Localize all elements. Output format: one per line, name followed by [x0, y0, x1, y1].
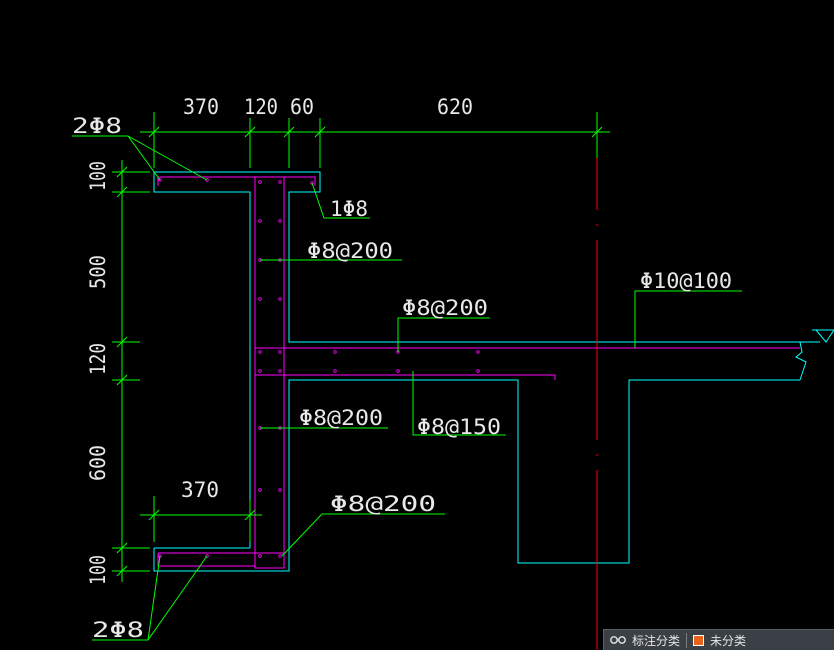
rebar-cage — [157, 176, 800, 569]
status-divider — [686, 632, 688, 648]
glasses-icon[interactable] — [610, 633, 626, 647]
rebar-label-phi8-200-wall-lower: Φ8@200 — [299, 406, 383, 430]
dim-text-left-100-top: 100 — [86, 161, 110, 191]
slab-bottom-rebar — [255, 374, 556, 380]
dim-text-top-60: 60 — [290, 95, 314, 119]
dim-text-top-370: 370 — [183, 95, 219, 119]
bottom-dimension-line — [140, 496, 262, 542]
dim-text-left-120: 120 — [86, 343, 110, 375]
rebar-label-2phi8-top: 2Φ8 — [72, 114, 122, 138]
top-corbel-rebar — [158, 176, 316, 186]
annotation-category-label[interactable]: 标注分类 — [632, 633, 681, 648]
rebar-label-2phi8-bottom: 2Φ8 — [92, 618, 144, 642]
dim-text-top-120: 120 — [244, 95, 278, 119]
rebar-label-phi8-200-bottom: Φ8@200 — [330, 492, 436, 516]
top-dimension-line — [140, 112, 610, 168]
rebar-label-1phi8: 1Φ8 — [330, 197, 368, 221]
leader-lines — [72, 135, 742, 641]
dim-text-top-620: 620 — [437, 95, 473, 119]
rebar-label-phi8-150: Φ8@150 — [417, 415, 501, 439]
concrete-outline — [153, 171, 834, 572]
dim-text-left-600: 600 — [86, 445, 110, 481]
dim-text-bottom-370: 370 — [181, 478, 219, 502]
dim-text-left-500: 500 — [86, 255, 110, 289]
rebar-label-phi10-100: Φ10@100 — [640, 269, 732, 293]
dim-text-left-100-bottom: 100 — [86, 555, 110, 585]
rebar-label-phi8-200-slab: Φ8@200 — [402, 296, 488, 320]
uncategorized-color-swatch[interactable] — [693, 634, 705, 646]
left-dimension-line — [112, 160, 150, 582]
uncategorized-label[interactable]: 未分类 — [710, 633, 747, 648]
rebar-label-phi8-200-wall-upper: Φ8@200 — [307, 239, 393, 263]
annotation-status-bar: 标注分类 未分类 — [603, 629, 834, 650]
